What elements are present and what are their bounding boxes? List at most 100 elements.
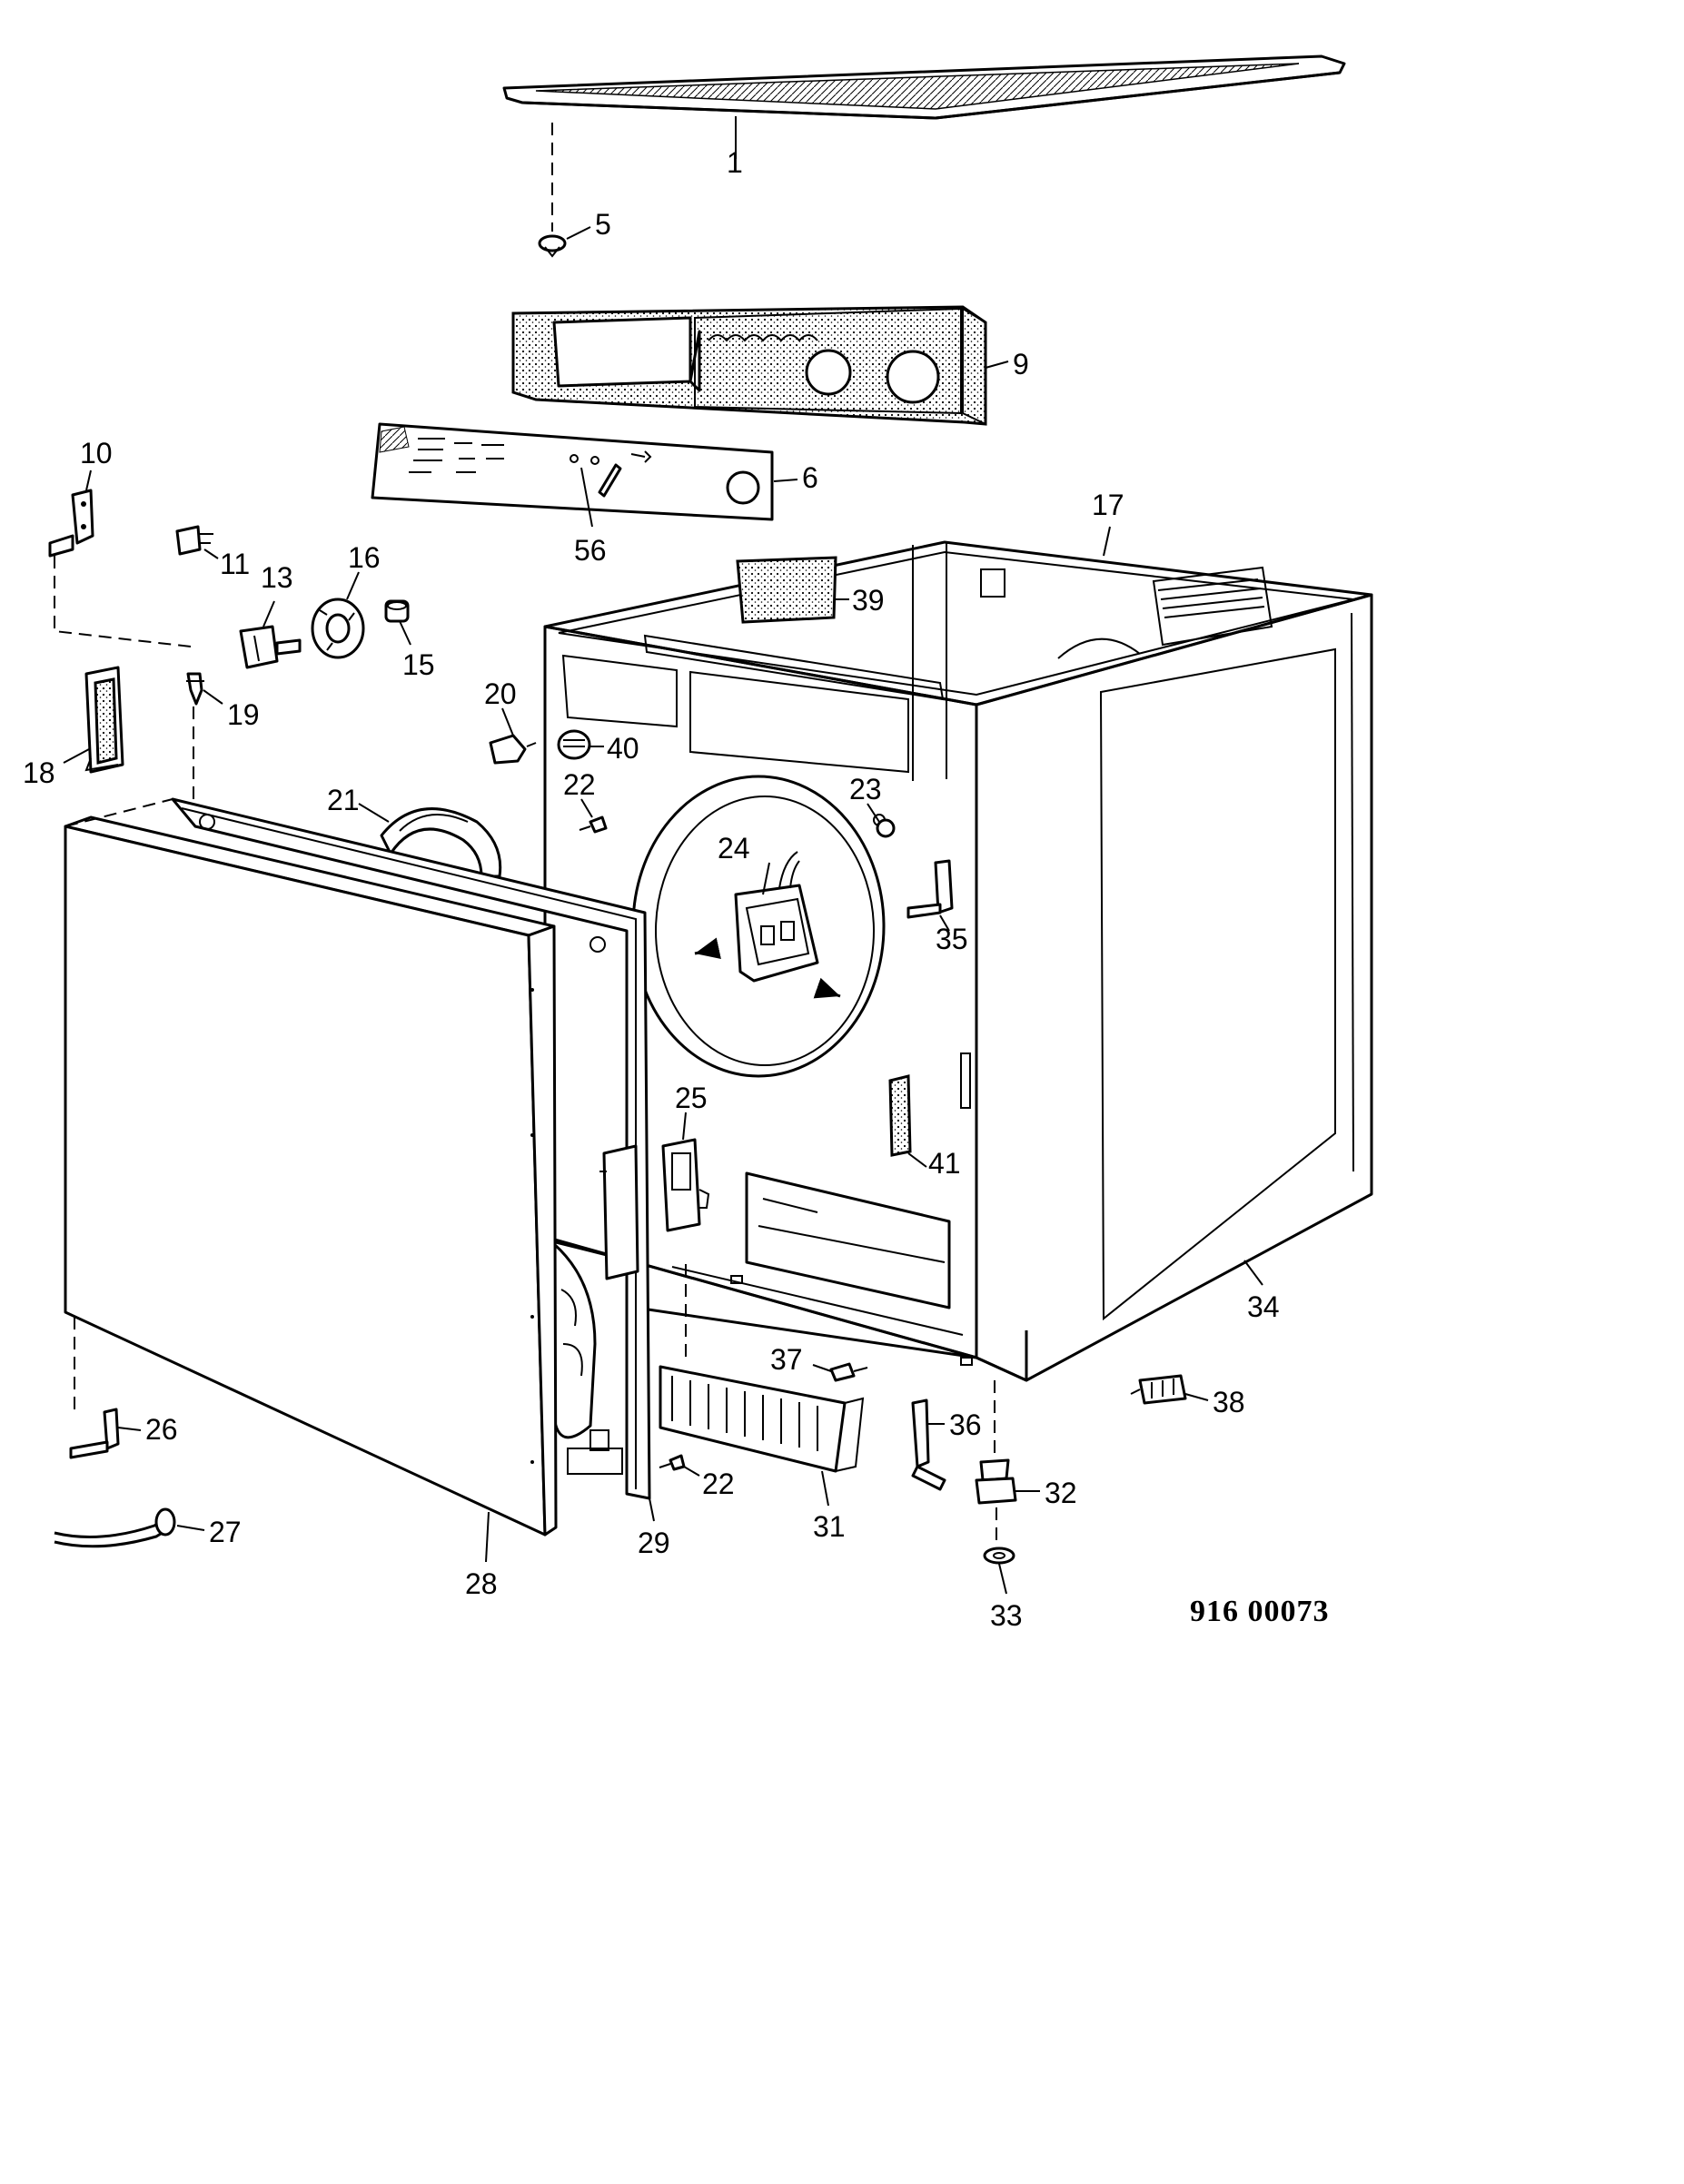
leader-27	[176, 1525, 205, 1531]
callout-9: 9	[1013, 348, 1029, 380]
callout-16: 16	[348, 541, 381, 574]
callout-13: 13	[261, 561, 293, 594]
vent-grille-part	[659, 1365, 865, 1473]
callout-20: 20	[484, 677, 517, 710]
callout-31: 31	[813, 1510, 846, 1543]
door-panel-part	[64, 815, 558, 1537]
callout-41: 41	[928, 1147, 961, 1180]
switch-part	[175, 525, 213, 556]
leader-9	[985, 361, 1009, 369]
leader-37	[812, 1364, 832, 1372]
leader-31	[821, 1470, 829, 1507]
leader-28	[485, 1511, 490, 1563]
leader-41	[907, 1152, 927, 1168]
adjustable-foot-part	[975, 1458, 1017, 1505]
leader-24	[762, 862, 770, 895]
callout-27: 27	[209, 1516, 242, 1548]
knob-ring-part	[311, 598, 365, 659]
callout-11: 11	[220, 548, 250, 580]
callout-22-lower: 22	[702, 1468, 735, 1500]
callout-39: 39	[852, 584, 885, 617]
latch-part	[661, 1138, 710, 1232]
callout-25: 25	[675, 1082, 708, 1114]
leader-35	[939, 914, 950, 932]
leader-23	[867, 803, 880, 823]
callout-34: 34	[1247, 1290, 1280, 1323]
callout-19: 19	[227, 698, 260, 731]
callout-40: 40	[607, 732, 639, 765]
callout-5: 5	[595, 208, 611, 241]
callout-38: 38	[1213, 1386, 1245, 1418]
leader-18	[63, 748, 90, 764]
hinge-assembly-line	[54, 556, 192, 647]
callout-24: 24	[718, 832, 750, 865]
callout-37: 37	[770, 1343, 803, 1376]
leader-17	[1103, 526, 1111, 557]
document-number: 916 00073	[1190, 1595, 1330, 1628]
callout-6: 6	[802, 461, 818, 494]
foot-bracket-part	[911, 1398, 946, 1491]
callout-1: 1	[727, 146, 743, 179]
fascia-panel-part	[371, 422, 774, 521]
thermostat-part	[489, 734, 537, 765]
leader-21	[358, 803, 390, 823]
top-lid-part	[502, 54, 1346, 120]
leader-22a	[580, 798, 593, 818]
door-handle-part	[84, 666, 124, 774]
callout-21: 21	[327, 784, 360, 816]
leader-26	[117, 1427, 142, 1431]
callout-labels: 1 5 9 6 56 10 11 13 16 15 17 39 19 18 20…	[23, 146, 1280, 1632]
callout-26: 26	[145, 1413, 178, 1446]
leader-29	[649, 1497, 655, 1522]
leader-15	[399, 620, 411, 646]
leader-10	[85, 469, 92, 491]
leader-34	[1243, 1260, 1263, 1286]
clip-part	[538, 234, 567, 258]
leader-6	[773, 479, 798, 482]
filter-pad-part	[736, 556, 837, 624]
door-frame-part	[171, 797, 651, 1500]
leader-38	[1184, 1393, 1209, 1401]
drain-hose-part	[54, 1507, 176, 1548]
callout-35: 35	[936, 923, 968, 955]
lower-hinge-part	[69, 1408, 120, 1459]
knob-part	[239, 625, 302, 669]
callout-17: 17	[1092, 489, 1124, 521]
callout-23: 23	[849, 773, 882, 805]
callout-36: 36	[949, 1408, 982, 1441]
leader-16	[346, 571, 360, 600]
door-assembly-line	[64, 798, 173, 827]
washer-part	[983, 1547, 1015, 1565]
leader-33	[998, 1563, 1007, 1595]
control-panel-frame-part	[511, 305, 987, 426]
button-part	[384, 599, 410, 623]
callout-29: 29	[638, 1527, 670, 1559]
leader-19	[203, 689, 223, 705]
dial-part	[557, 729, 591, 760]
callout-18: 18	[23, 756, 55, 789]
leader-22b	[683, 1466, 700, 1477]
cabinet-part	[543, 540, 1373, 1382]
lower-screw-part	[659, 1454, 686, 1471]
screw-part	[579, 815, 608, 834]
leader-25	[682, 1112, 687, 1141]
bottom-screw-part	[829, 1362, 868, 1382]
callout-28: 28	[465, 1567, 498, 1600]
leader-5	[566, 226, 591, 240]
pin-part	[186, 672, 204, 706]
leader-11	[203, 548, 219, 559]
callout-56: 56	[574, 534, 607, 567]
callout-15: 15	[402, 648, 435, 681]
callout-32: 32	[1045, 1477, 1077, 1509]
leader-20	[501, 707, 514, 736]
callout-33: 33	[990, 1599, 1023, 1632]
grommet-part	[876, 818, 896, 838]
callout-10: 10	[80, 437, 113, 469]
connector-block-part	[1130, 1374, 1187, 1405]
callout-22-upper: 22	[563, 768, 596, 801]
leader-13	[263, 600, 275, 628]
hinge-bracket-part	[48, 489, 94, 558]
leader-56	[580, 467, 593, 528]
